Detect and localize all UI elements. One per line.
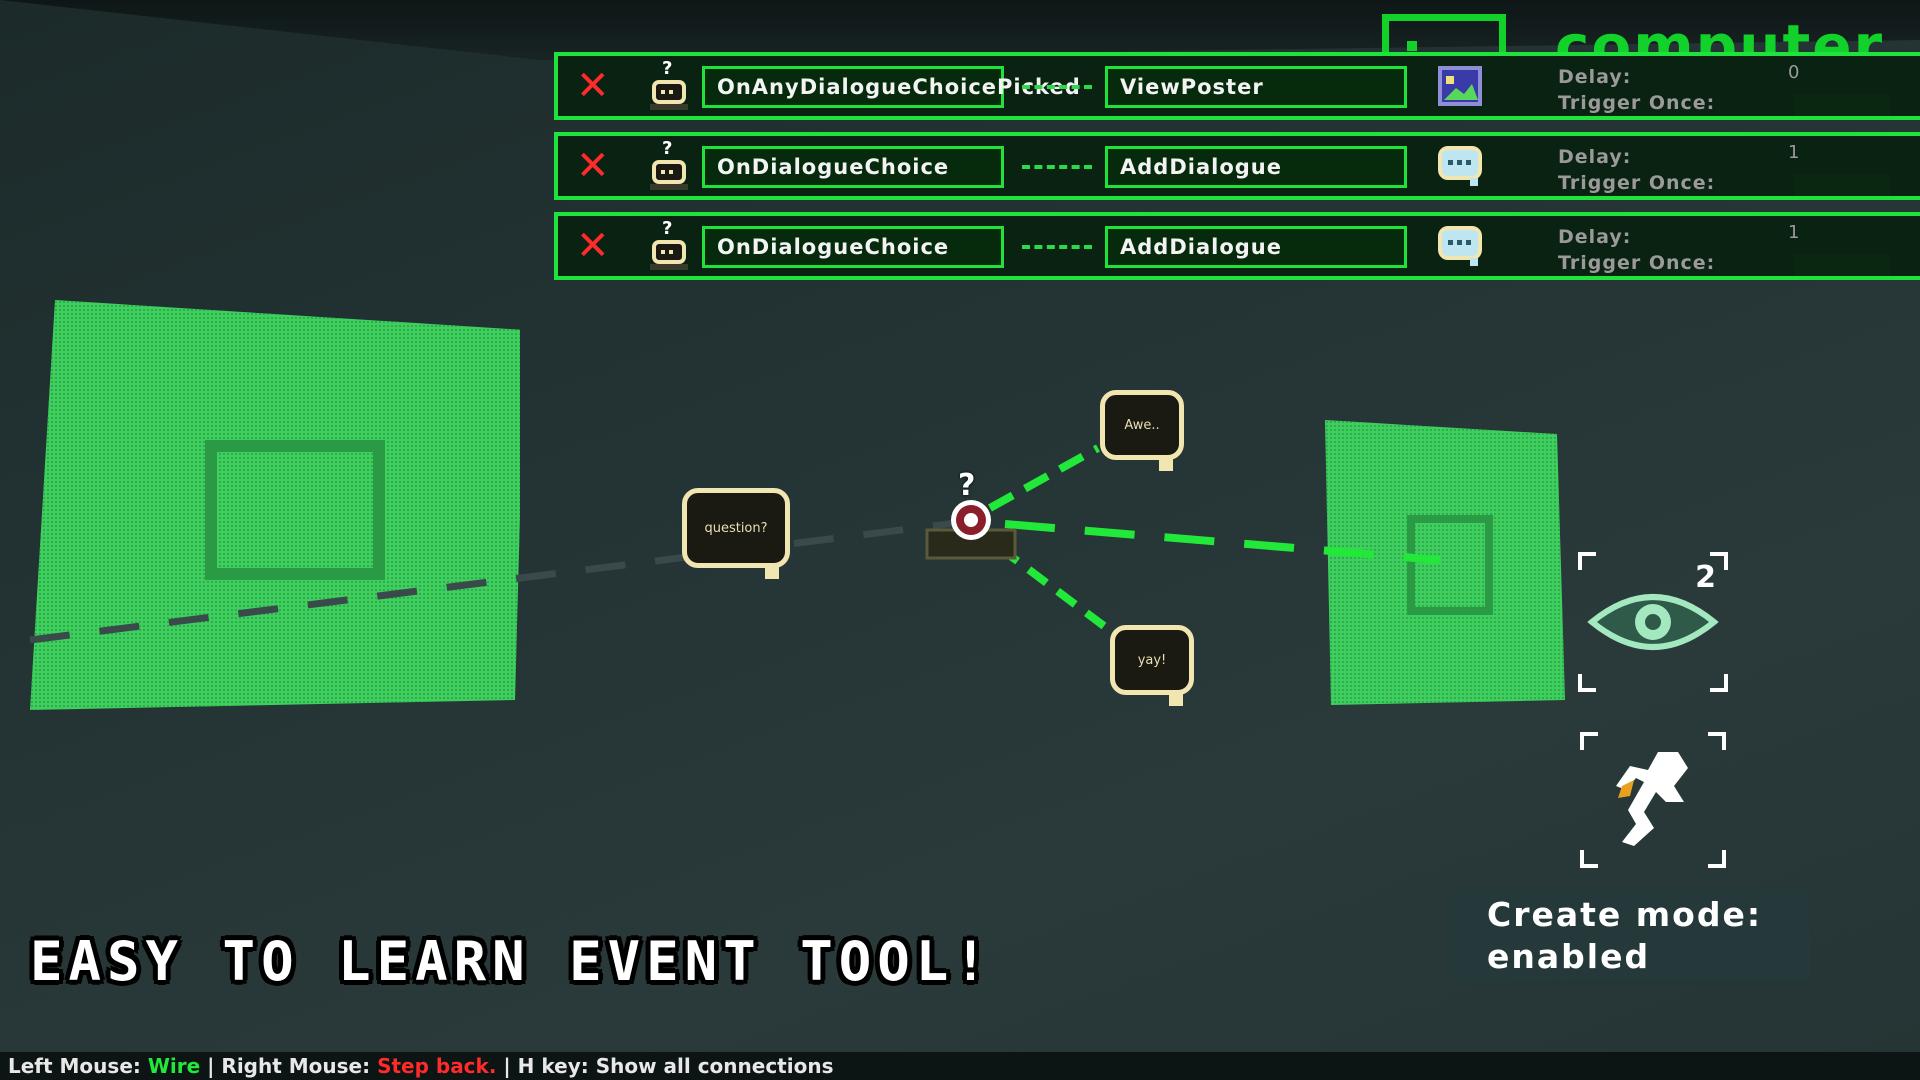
background-monitor-sign <box>1382 14 1506 58</box>
svg-text:?: ? <box>662 138 672 159</box>
controls-hint-bar: Left Mouse: Wire | Right Mouse: Step bac… <box>0 1052 1920 1080</box>
dialogue-bubble-top[interactable]: Awe.. <box>1100 390 1184 471</box>
svg-text:?: ? <box>662 58 672 79</box>
trigger-once-label: Trigger Once: <box>1558 252 1716 274</box>
npc-dialogue-icon: ? <box>650 218 688 270</box>
dialogue-bubble-bottom[interactable]: yay! <box>1110 625 1194 706</box>
action-field[interactable]: AddDialogue <box>1105 146 1407 188</box>
delete-icon[interactable]: ✕ <box>576 63 610 109</box>
event-field[interactable]: OnDialogueChoice <box>702 146 1004 188</box>
running-figure-icon <box>1616 752 1688 846</box>
delete-icon[interactable]: ✕ <box>576 143 610 189</box>
npc-dialogue-icon: ? <box>650 138 688 190</box>
hint-right-value: Step back. <box>377 1054 497 1078</box>
dialogue-bubble-icon <box>1438 226 1482 266</box>
hint-sep-1: | Right Mouse: <box>200 1054 378 1078</box>
trigger-once-label: Trigger Once: <box>1558 92 1716 114</box>
delete-icon[interactable]: ✕ <box>576 223 610 269</box>
headline-banner: EASY TO LEARN EVENT TOOL! <box>30 930 993 993</box>
event-row-1[interactable]: ✕ ? OnAnyDialogueChoicePicked ViewPoster… <box>554 52 1920 120</box>
event-field[interactable]: OnDialogueChoice <box>702 226 1004 268</box>
view-toggle-tool[interactable]: 2 <box>1578 552 1728 692</box>
npc-dialogue-icon: ? <box>650 58 688 110</box>
trigger-once-label: Trigger Once: <box>1558 172 1716 194</box>
trigger-once-toggle[interactable] <box>1794 94 1890 116</box>
eye-icon <box>1587 594 1719 650</box>
delay-value[interactable]: 1 <box>1788 142 1800 163</box>
create-mode-status: Create mode: enabled <box>1487 895 1763 976</box>
trigger-once-toggle[interactable] <box>1794 174 1890 196</box>
dialogue-bubble-icon <box>1438 146 1482 186</box>
delay-value[interactable]: 0 <box>1788 62 1800 83</box>
npc-node[interactable] <box>925 496 1017 566</box>
npc-marker: ? <box>958 468 976 503</box>
event-field[interactable]: OnAnyDialogueChoicePicked <box>702 66 1080 108</box>
delay-value[interactable]: 1 <box>1788 222 1800 243</box>
image-placeholder-icon <box>205 440 385 580</box>
create-mode-tool[interactable] <box>1580 732 1726 868</box>
action-field[interactable]: AddDialogue <box>1105 226 1407 268</box>
connection-dash <box>1022 85 1092 89</box>
connection-dash <box>1022 165 1092 169</box>
create-mode-panel <box>1450 890 1810 980</box>
image-placeholder-icon <box>1407 515 1493 615</box>
hint-left-value: Wire <box>147 1054 201 1078</box>
delay-label: Delay: <box>1558 146 1632 168</box>
event-row-3[interactable]: ✕ ? OnDialogueChoice AddDialogue Delay: … <box>554 212 1920 280</box>
svg-text:?: ? <box>662 218 672 239</box>
action-field[interactable]: ViewPoster <box>1105 66 1407 108</box>
delay-label: Delay: <box>1558 66 1632 88</box>
poster-screen-right[interactable] <box>1325 420 1565 705</box>
hint-left-label: Left Mouse: <box>8 1054 148 1078</box>
poster-icon <box>1438 66 1482 106</box>
eye-count: 2 <box>1695 560 1716 595</box>
delay-label: Delay: <box>1558 226 1632 248</box>
hint-sep-2: | H key: Show all connections <box>496 1054 834 1078</box>
connection-dash <box>1022 245 1092 249</box>
dialogue-bubble-question[interactable]: question? <box>682 488 790 579</box>
event-row-2[interactable]: ✕ ? OnDialogueChoice AddDialogue Delay: … <box>554 132 1920 200</box>
trigger-once-toggle[interactable] <box>1794 254 1890 276</box>
poster-screen-left[interactable] <box>30 300 520 710</box>
